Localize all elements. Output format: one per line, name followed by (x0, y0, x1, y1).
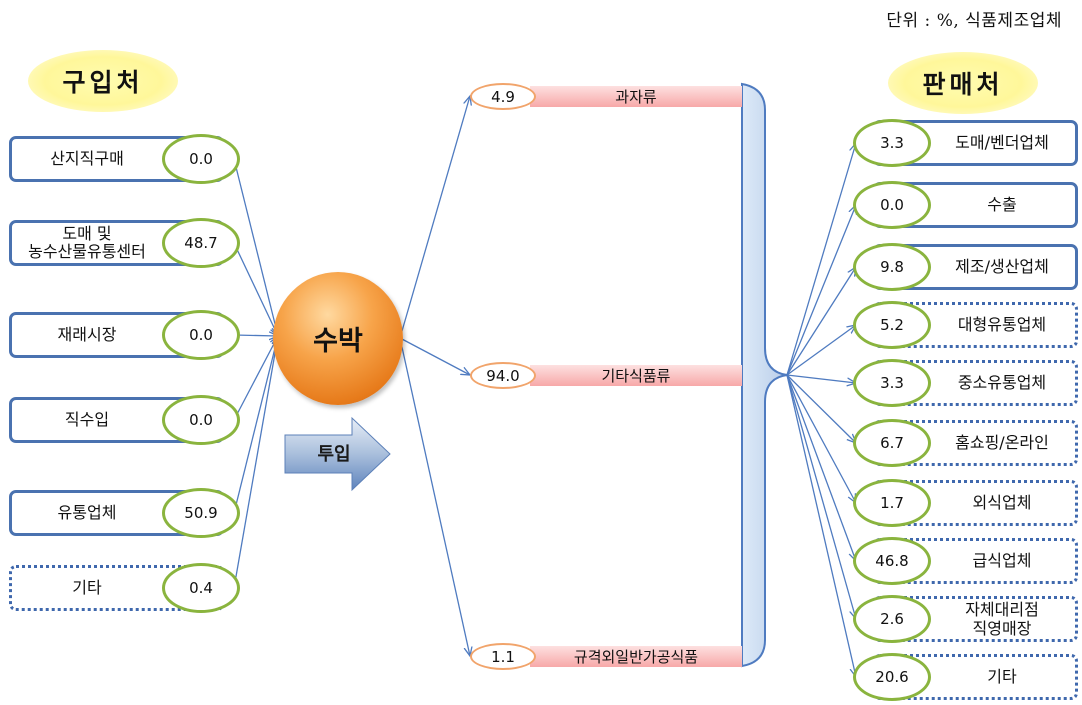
destination-label: 수출 (987, 195, 1017, 215)
source-arrow (233, 336, 278, 421)
category-arrows (399, 96, 470, 656)
destination-label: 대형유통업체 (957, 315, 1047, 335)
source-arrow (233, 158, 278, 336)
destination-arrow (786, 374, 856, 503)
source-value: 0.0 (162, 395, 240, 445)
source-arrow (233, 242, 278, 336)
category-bracket (741, 82, 788, 668)
destination-arrow (786, 374, 856, 383)
source-label: 직수입 (64, 409, 110, 429)
destination-value: 6.7 (853, 419, 931, 467)
destination-arrow (786, 374, 856, 561)
destination-value: 3.3 (853, 119, 931, 167)
source-value: 0.0 (162, 310, 240, 360)
destination-arrow (786, 325, 856, 376)
source-arrow (233, 335, 278, 336)
sales-title: 판매처 (888, 52, 1038, 114)
destination-value: 9.8 (853, 243, 931, 291)
source-box: 도매 및 농수산물유통센터 (9, 220, 224, 266)
category-arrow (399, 337, 470, 375)
category-value: 4.9 (470, 83, 536, 110)
input-label: 투입 (317, 444, 351, 465)
source-arrows (233, 158, 278, 589)
destination-value: 5.2 (853, 301, 931, 349)
category-label: 규격외일반가공식품 (530, 646, 742, 667)
destination-arrow (786, 374, 856, 619)
destination-label: 홈쇼핑/온라인 (955, 433, 1049, 453)
unit-note: 단위 : %, 식품제조업체 (886, 11, 1062, 31)
source-value: 0.4 (162, 563, 240, 613)
destination-arrow (786, 143, 856, 376)
source-label: 산지직구매 (50, 148, 124, 168)
purchase-title: 구입처 (28, 50, 178, 112)
input-arrow-icon (284, 416, 391, 492)
source-value: 0.0 (162, 134, 240, 184)
destination-arrows (786, 143, 856, 677)
category-arrow (399, 96, 470, 339)
destination-arrow (786, 374, 856, 443)
category-label: 과자류 (530, 86, 742, 107)
destination-value: 1.7 (853, 479, 931, 527)
category-value: 1.1 (470, 643, 536, 670)
destination-label: 외식업체 (972, 493, 1032, 513)
destination-value: 3.3 (853, 359, 931, 407)
source-label: 기타 (72, 577, 102, 597)
source-value: 50.9 (162, 488, 240, 538)
source-label: 재래시장 (57, 324, 117, 344)
category-label: 기타식품류 (530, 365, 742, 386)
destination-value: 20.6 (853, 653, 931, 701)
destination-arrow (786, 374, 856, 677)
destination-arrow (786, 267, 856, 376)
source-value: 48.7 (162, 218, 240, 268)
destination-label: 급식업체 (972, 551, 1032, 571)
source-arrow (233, 336, 278, 589)
destination-label: 제조/생산업체 (955, 257, 1049, 277)
destination-label: 자체대리점 직영매장 (965, 599, 1039, 638)
destination-value: 0.0 (853, 181, 931, 229)
category-value: 94.0 (470, 362, 536, 389)
destination-label: 중소유통업체 (957, 373, 1047, 393)
destination-label: 기타 (987, 667, 1017, 687)
destination-value: 2.6 (853, 595, 931, 643)
source-label: 도매 및 농수산물유통센터 (28, 223, 146, 261)
center-node: 수박 (273, 272, 403, 405)
destination-label: 도매/벤더업체 (955, 133, 1049, 153)
category-arrow (399, 337, 470, 656)
source-label: 유통업체 (57, 502, 117, 522)
source-arrow (233, 336, 278, 514)
destination-arrow (786, 205, 856, 376)
destination-value: 46.8 (853, 537, 931, 585)
